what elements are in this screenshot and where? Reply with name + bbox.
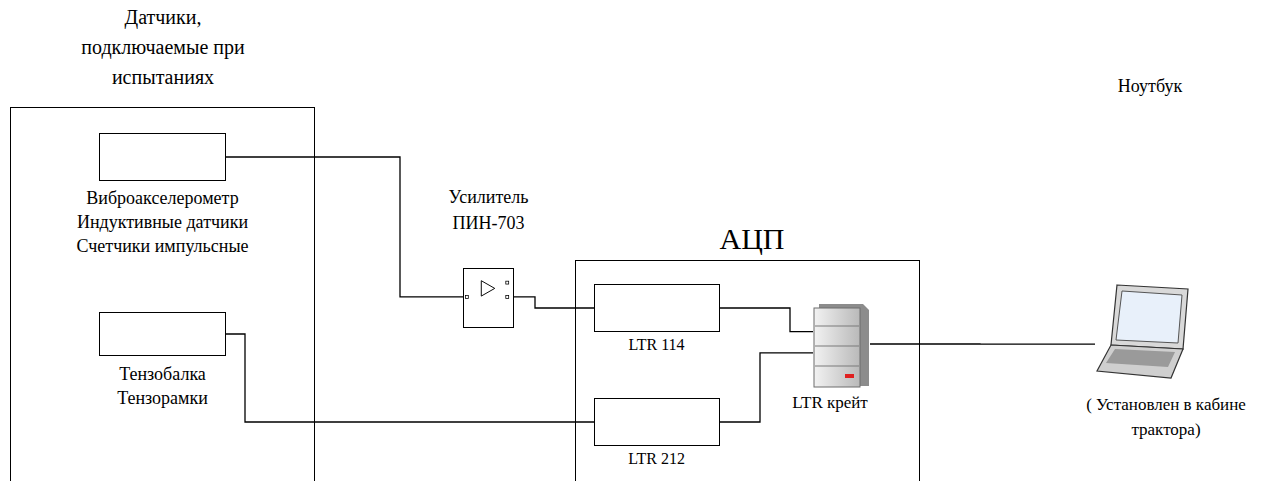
node-label: Усилитель ПИН-703	[429, 184, 549, 236]
sensor-group-frame: Датчики, подключаемые при испытанияхВибр…	[10, 107, 315, 481]
server-front	[814, 308, 860, 387]
adc-module-box: LTR 114	[594, 284, 720, 332]
amplifier-pin	[506, 281, 509, 284]
connector-wire	[514, 297, 594, 308]
node-label: ( Установлен в кабине трактора)	[1071, 392, 1261, 442]
amplifier-block: Усилитель ПИН-703	[463, 268, 514, 328]
laptop-symbol	[1095, 283, 1190, 380]
amplifier-triangle	[481, 281, 494, 296]
node-label: LTR 114	[607, 335, 707, 355]
laptop-screen	[1116, 291, 1182, 343]
node-label: Ноутбук	[1090, 74, 1210, 98]
node-label: Виброакселерометр Индуктивные датчики Сч…	[55, 186, 270, 258]
server-symbol	[813, 300, 870, 388]
adc-module-box: LTR 212	[594, 398, 720, 446]
server-bay-line	[815, 345, 859, 346]
laptop-base	[1097, 345, 1183, 378]
connector-wire	[720, 308, 813, 332]
server-indicator	[845, 374, 854, 378]
crate-server-icon: LTR крейт	[813, 300, 870, 388]
node-label: Датчики, подключаемые при испытаниях	[68, 2, 258, 92]
node-label: АЦП	[707, 222, 797, 256]
strain-sensor-box: Тензобалка Тензорамки	[99, 312, 226, 356]
amplifier-pin	[506, 296, 509, 299]
amplifier-pin	[465, 296, 468, 299]
node-label: LTR 212	[607, 449, 707, 469]
laptop-icon: Ноутбук( Установлен в кабине трактора)	[1095, 283, 1190, 380]
amp-symbol	[464, 269, 513, 327]
adc-frame: АЦПLTR 114LTR 212LTR крейт	[575, 260, 920, 481]
connector-wire	[226, 157, 463, 297]
node-label: Тензобалка Тензорамки	[100, 362, 225, 410]
connector-wire	[870, 343, 1095, 344]
laptop-screen-frame	[1111, 285, 1188, 349]
server-bay-line	[815, 365, 859, 366]
connector-wire	[226, 334, 594, 422]
node-label: LTR крейт	[775, 392, 885, 414]
laptop-keyboard	[1106, 349, 1175, 367]
server-bay-line	[815, 325, 859, 326]
sensor-box: Виброакселерометр Индуктивные датчики Сч…	[99, 133, 226, 181]
